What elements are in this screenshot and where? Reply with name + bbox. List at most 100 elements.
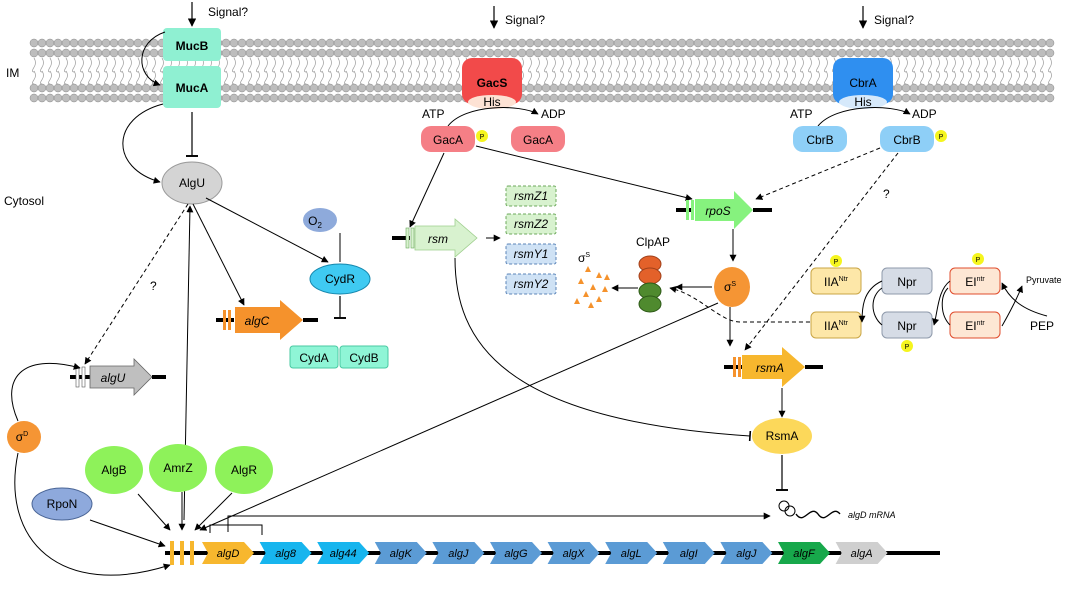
sigmad-to-algu-gene <box>11 362 81 422</box>
svg-text:AlgU: AlgU <box>179 176 205 190</box>
clpap-label: ClpAP <box>636 235 670 249</box>
gaca-to-rpos <box>475 145 693 201</box>
rsm-inhibits-rsma <box>454 257 752 442</box>
svg-text:CbrB: CbrB <box>806 133 833 147</box>
cbrb-to-rpos <box>755 147 881 200</box>
gene-algJ: algJ <box>720 542 773 564</box>
cydR-protein: CydR <box>309 263 371 295</box>
phosphate-badge: P <box>935 130 947 142</box>
svg-text:rsmZ2: rsmZ2 <box>514 217 548 231</box>
rsmA-gene: rsmA <box>724 347 823 387</box>
iia-to-clpap <box>669 286 810 323</box>
svg-text:GacA: GacA <box>433 133 463 147</box>
srna-rsmZ2: rsmZ2 <box>505 213 557 235</box>
iia-ntr: IIANtr <box>810 311 862 339</box>
mucB-protein: MucB <box>163 28 221 61</box>
svg-text:CbrA: CbrA <box>849 76 876 90</box>
pts-cycle-arrow <box>858 280 883 323</box>
svg-text:GacA: GacA <box>523 133 553 147</box>
algR-protein: AlgR <box>215 446 273 494</box>
svg-text:CydB: CydB <box>349 351 378 365</box>
pts-cycle-arrow <box>932 280 951 326</box>
algD-mrna: algD mRNA <box>778 500 896 520</box>
promoter-box <box>180 541 184 565</box>
svg-text:AmrZ: AmrZ <box>163 461 192 475</box>
gene-algL: algL <box>605 542 658 564</box>
algU-protein: AlgU <box>161 161 223 205</box>
sigma-s-degraded: σS <box>574 251 610 308</box>
cbrB-protein: CbrB <box>793 126 847 152</box>
gene-algD: algD <box>202 542 254 564</box>
svg-text:algD mRNA: algD mRNA <box>848 510 896 520</box>
svg-text:MucB: MucB <box>176 39 209 53</box>
svg-text:P: P <box>480 134 485 141</box>
signal-mucb: Signal? <box>187 2 248 27</box>
svg-text:P: P <box>976 257 981 264</box>
sigmas-to-algd <box>199 302 719 531</box>
gene-label: alg44 <box>330 548 357 560</box>
svg-text:Signal?: Signal? <box>505 13 545 27</box>
gene-algK: algK <box>374 542 427 564</box>
gene-label: algJ <box>736 548 757 560</box>
iia-ntr-phospho: IIANtr P <box>810 255 862 295</box>
cydB-protein: CydB <box>339 345 389 369</box>
gene-algF: algF <box>778 542 830 564</box>
gene-algX: algX <box>547 542 600 564</box>
algu-to-algu-gene <box>84 203 189 365</box>
adp-label-gacs: ADP <box>541 107 566 121</box>
gene-alg8: alg8 <box>259 542 312 564</box>
svg-text:Npr: Npr <box>897 319 916 333</box>
svg-text:CydR: CydR <box>325 272 355 286</box>
gacS-protein: GacS His <box>462 58 522 109</box>
svg-text:Signal?: Signal? <box>208 5 248 19</box>
ei-ntr: EIntr <box>949 311 1001 339</box>
npr: Npr <box>881 267 933 295</box>
gene-label: algD <box>217 548 240 560</box>
gene-label: algA <box>851 548 873 560</box>
algC-gene: algC <box>216 300 318 340</box>
rpon-to-algd <box>89 519 166 548</box>
algb-to-algd <box>137 493 171 531</box>
rsm-gene: rsm <box>392 218 478 258</box>
ei-to-pyruvate-arrow <box>1001 285 1023 327</box>
svg-text:algU: algU <box>101 371 126 385</box>
svg-text:AlgR: AlgR <box>231 463 257 477</box>
gene-label: algX <box>563 548 586 560</box>
svg-text:rsmY1: rsmY1 <box>514 247 549 261</box>
promoter-box <box>190 541 194 565</box>
gene-algI: algI <box>662 542 715 564</box>
algU-gene: algU <box>70 358 166 396</box>
gacA-phospho: GacA <box>511 126 565 152</box>
pep-to-ei-arrow <box>1001 282 1048 317</box>
algu-to-cydr <box>205 197 329 263</box>
svg-text:EIntr: EIntr <box>965 319 985 333</box>
sigma-s-factor: σS <box>714 267 750 307</box>
svg-text:RpoN: RpoN <box>47 497 78 511</box>
svg-text:rpoS: rpoS <box>705 204 730 218</box>
rpoS-gene: rpoS <box>676 191 772 229</box>
svg-text:GacS: GacS <box>477 76 508 90</box>
svg-text:CydA: CydA <box>299 351 328 365</box>
pyruvate-label: Pyruvate <box>1026 275 1062 285</box>
svg-text:σS: σS <box>724 280 736 294</box>
pep-label: PEP <box>1030 319 1054 333</box>
svg-text:P: P <box>939 134 944 141</box>
svg-text:σS: σS <box>578 251 590 265</box>
gene-algA: algA <box>835 542 888 564</box>
svg-text:P: P <box>905 344 910 351</box>
cbrB-phospho: CbrB <box>880 126 934 152</box>
srna-rsmY2: rsmY2 <box>505 273 557 295</box>
svg-text:rsmZ1: rsmZ1 <box>514 189 548 203</box>
atp-adp-arc-gacs <box>447 107 539 127</box>
muca-release-algu <box>122 103 164 184</box>
question-mark: ? <box>150 279 157 293</box>
promoter-box <box>170 541 174 565</box>
pts-cycle-arrow <box>872 287 883 326</box>
svg-text:Npr: Npr <box>897 275 916 289</box>
gene-label: algF <box>793 548 816 560</box>
npr-phospho: Npr P <box>881 311 933 352</box>
svg-text:σD: σD <box>16 430 28 444</box>
amrZ-protein: AmrZ <box>149 444 207 492</box>
gaca-to-rsm <box>409 152 445 228</box>
